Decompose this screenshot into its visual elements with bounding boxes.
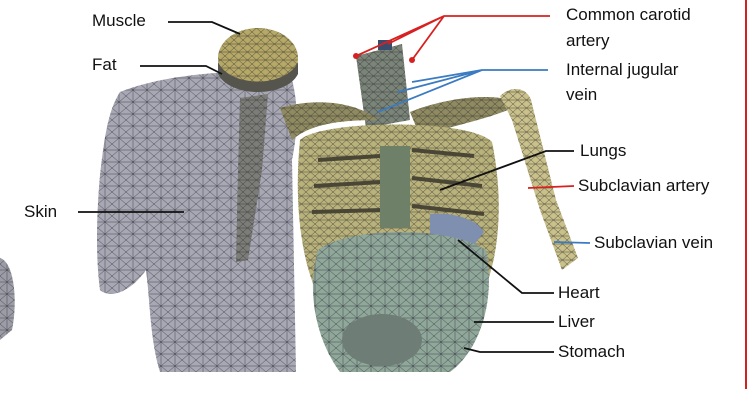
carotid-marker bbox=[353, 53, 359, 59]
abdominal-organs bbox=[313, 232, 489, 372]
muscle-leader bbox=[168, 22, 240, 34]
label-fat: Fat bbox=[92, 54, 117, 76]
label-subclavian-artery: Subclavian artery bbox=[578, 175, 709, 197]
fat-leader bbox=[140, 66, 222, 74]
label-subclavian-vein: Subclavian vein bbox=[594, 232, 713, 254]
adjacent-object-fragment bbox=[0, 258, 15, 340]
stomach-leader bbox=[464, 348, 554, 352]
label-common-carotid-line1: Common carotid bbox=[566, 4, 691, 26]
label-skin: Skin bbox=[24, 201, 57, 223]
label-stomach: Stomach bbox=[558, 341, 625, 363]
label-muscle: Muscle bbox=[92, 10, 146, 32]
carotid-marker bbox=[409, 57, 415, 63]
label-liver: Liver bbox=[558, 311, 595, 333]
label-lungs: Lungs bbox=[580, 140, 626, 162]
label-internal-jugular-line2: vein bbox=[566, 84, 597, 106]
label-common-carotid-line2: artery bbox=[566, 30, 609, 52]
frame-border-right bbox=[745, 0, 747, 389]
subclavian-vein-leader bbox=[554, 242, 590, 243]
skin-torso bbox=[97, 72, 297, 372]
label-internal-jugular-line1: Internal jugular bbox=[566, 59, 678, 81]
muscle-cap bbox=[218, 28, 298, 92]
label-heart: Heart bbox=[558, 282, 600, 304]
